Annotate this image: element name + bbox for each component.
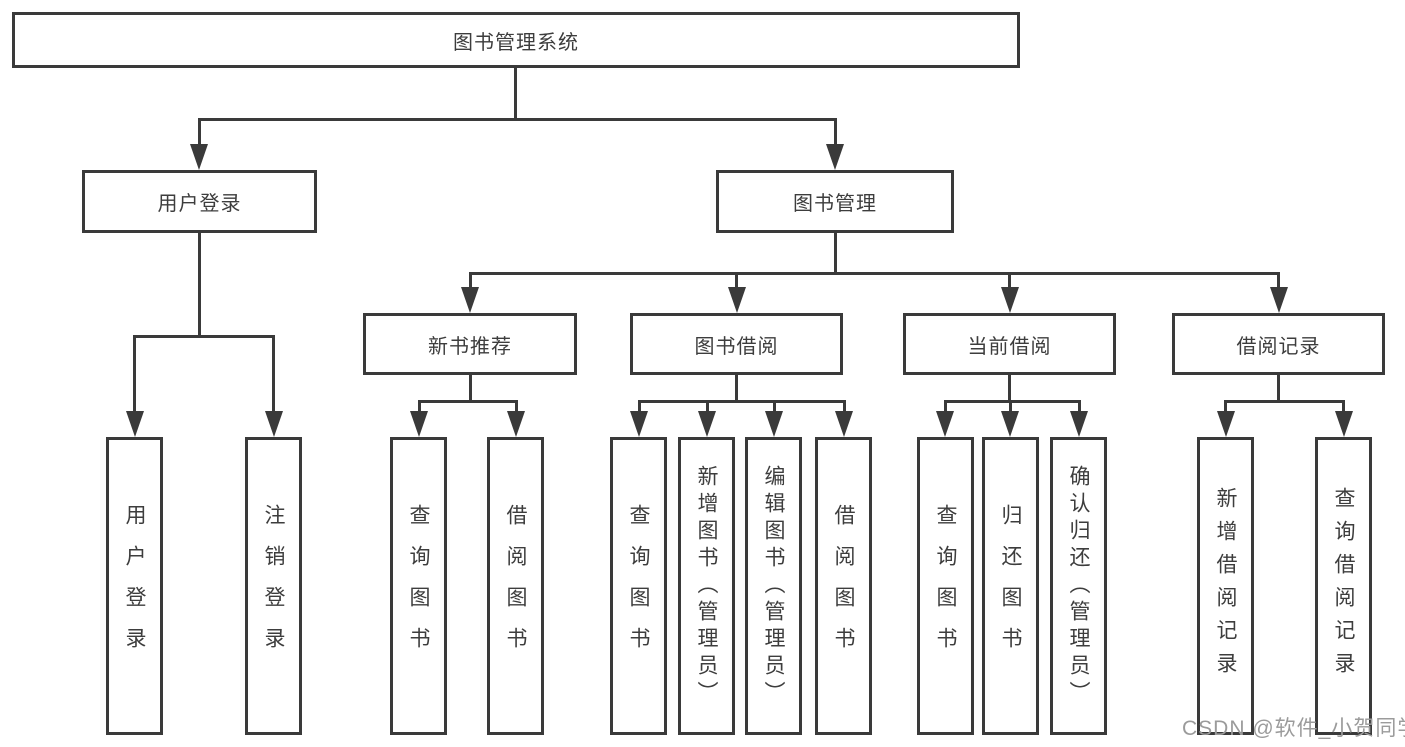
connector: [417, 400, 421, 415]
connector-mgmt-stem: [833, 233, 837, 272]
arrow-down-icon: [1000, 287, 1019, 313]
connector-group3-drop: [1008, 272, 1011, 290]
connector-login-child1: [133, 335, 136, 415]
node-current-borrow: 当前借阅: [903, 313, 1116, 375]
leaf-label: 查询图书: [934, 504, 957, 668]
leaf-label: 用户登录: [123, 504, 146, 668]
leaf-add-book-admin: 新增图书（管理员）: [678, 437, 735, 735]
arrow-down-icon: [507, 411, 525, 437]
connector-group2-stem: [735, 375, 738, 400]
arrow-down-icon: [727, 287, 746, 313]
connector: [1077, 400, 1081, 415]
connector: [705, 400, 709, 415]
connector-group1-stem: [468, 375, 472, 400]
arrow-down-icon: [1001, 411, 1019, 437]
connector: [637, 400, 641, 415]
connector-login-stem: [197, 233, 201, 335]
node-user-login: 用户登录: [82, 170, 317, 233]
connector-group4-branch: [1224, 400, 1345, 403]
connector-login-drop: [197, 118, 201, 148]
connector-group3-stem: [1008, 375, 1011, 400]
node-borrow-records: 借阅记录: [1172, 313, 1385, 375]
connector-group1-drop: [468, 272, 472, 290]
arrow-down-icon: [630, 411, 648, 437]
arrow-down-icon: [698, 411, 716, 437]
connector: [842, 400, 846, 415]
connector: [943, 400, 947, 415]
arrow-down-icon: [461, 287, 479, 313]
connector: [1342, 400, 1345, 415]
arrow-down-icon: [835, 411, 853, 437]
node-root: 图书管理系统: [12, 12, 1020, 68]
leaf-logout: 注销登录: [245, 437, 302, 735]
leaf-borrow-books: 借阅图书: [815, 437, 872, 735]
leaf-label: 确认归还（管理员）: [1067, 464, 1090, 708]
leaf-label: 借阅图书: [504, 504, 527, 668]
leaf-edit-book-admin: 编辑图书（管理员）: [745, 437, 802, 735]
node-book-management: 图书管理: [716, 170, 954, 233]
connector: [1008, 400, 1012, 415]
connector-group2-branch: [637, 400, 846, 403]
leaf-user-login: 用户登录: [106, 437, 163, 735]
leaf-label: 新增借阅记录: [1214, 487, 1237, 685]
arrow-down-icon: [1070, 411, 1088, 437]
leaf-label: 借阅图书: [832, 504, 855, 668]
arrow-down-icon: [264, 411, 283, 437]
arrow-down-icon: [1269, 287, 1288, 313]
leaf-label: 注销登录: [262, 504, 285, 668]
connector-group4-stem: [1277, 375, 1280, 400]
node-book-borrow: 图书借阅: [630, 313, 843, 375]
leaf-label: 查询借阅记录: [1332, 487, 1355, 685]
leaf-label: 编辑图书（管理员）: [762, 464, 785, 708]
leaf-label: 查询图书: [407, 504, 430, 668]
leaf-label: 新增图书（管理员）: [695, 464, 718, 708]
arrow-down-icon: [125, 411, 144, 437]
connector: [514, 400, 518, 415]
arrow-down-icon: [1216, 411, 1235, 437]
connector-group2-drop: [735, 272, 738, 290]
connector-login-branch: [133, 335, 275, 338]
connector-group4-drop: [1277, 272, 1280, 290]
leaf-query-borrow-record: 查询借阅记录: [1315, 437, 1372, 735]
leaf-query-books-current: 查询图书: [917, 437, 974, 735]
connector-login-child2: [272, 335, 275, 415]
connector-level3: [468, 272, 1280, 275]
arrow-down-icon: [936, 411, 954, 437]
leaf-label: 归还图书: [999, 504, 1022, 668]
leaf-add-borrow-record: 新增借阅记录: [1197, 437, 1254, 735]
connector: [772, 400, 776, 415]
connector-level1: [197, 118, 837, 121]
leaf-label: 查询图书: [627, 504, 650, 668]
leaf-confirm-return-admin: 确认归还（管理员）: [1050, 437, 1107, 735]
arrow-down-icon: [190, 144, 208, 170]
connector-group1-branch: [417, 400, 518, 403]
connector-mgmt-drop: [833, 118, 837, 148]
connector-root-stem: [514, 68, 517, 118]
watermark-text: CSDN @软件_小贺同学: [1182, 717, 1405, 740]
arrow-down-icon: [1334, 411, 1353, 437]
arrow-down-icon: [410, 411, 428, 437]
arrow-down-icon: [826, 144, 844, 170]
connector-group3-branch: [943, 400, 1080, 403]
node-new-book-recommend: 新书推荐: [363, 313, 577, 375]
leaf-query-books-recommend: 查询图书: [390, 437, 447, 735]
leaf-query-books-borrow: 查询图书: [610, 437, 667, 735]
connector: [1224, 400, 1227, 415]
arrow-down-icon: [765, 411, 783, 437]
leaf-return-book: 归还图书: [982, 437, 1039, 735]
leaf-borrow-books-recommend: 借阅图书: [487, 437, 544, 735]
